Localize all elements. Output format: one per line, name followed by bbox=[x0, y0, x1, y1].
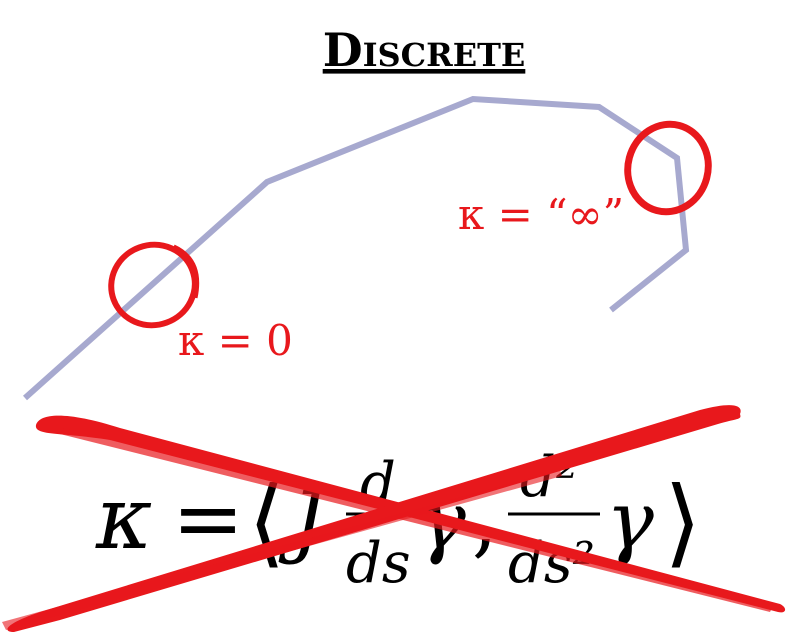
formula-kappa: κ bbox=[95, 469, 152, 569]
vertex-circle bbox=[624, 120, 712, 216]
cross-stroke-2-thin bbox=[2, 470, 562, 630]
formula-ds-denominator: ds bbox=[346, 531, 411, 596]
discrete-curve bbox=[23, 95, 690, 401]
flat-segment-circle-stroke bbox=[173, 244, 200, 299]
cross-out-mark bbox=[2, 405, 786, 632]
kappa-infinity-label: κ = “∞” bbox=[458, 190, 624, 239]
formula-equals: = bbox=[172, 469, 244, 569]
flat-segment-circle bbox=[108, 241, 198, 329]
cross-stroke-1-thin bbox=[60, 428, 772, 612]
formula-gamma-2: γ bbox=[606, 474, 654, 567]
kappa-zero-label: κ = 0 bbox=[178, 316, 293, 365]
formula-close-bracket: ⟩ bbox=[664, 466, 701, 578]
page-title: Discrete bbox=[323, 23, 526, 77]
